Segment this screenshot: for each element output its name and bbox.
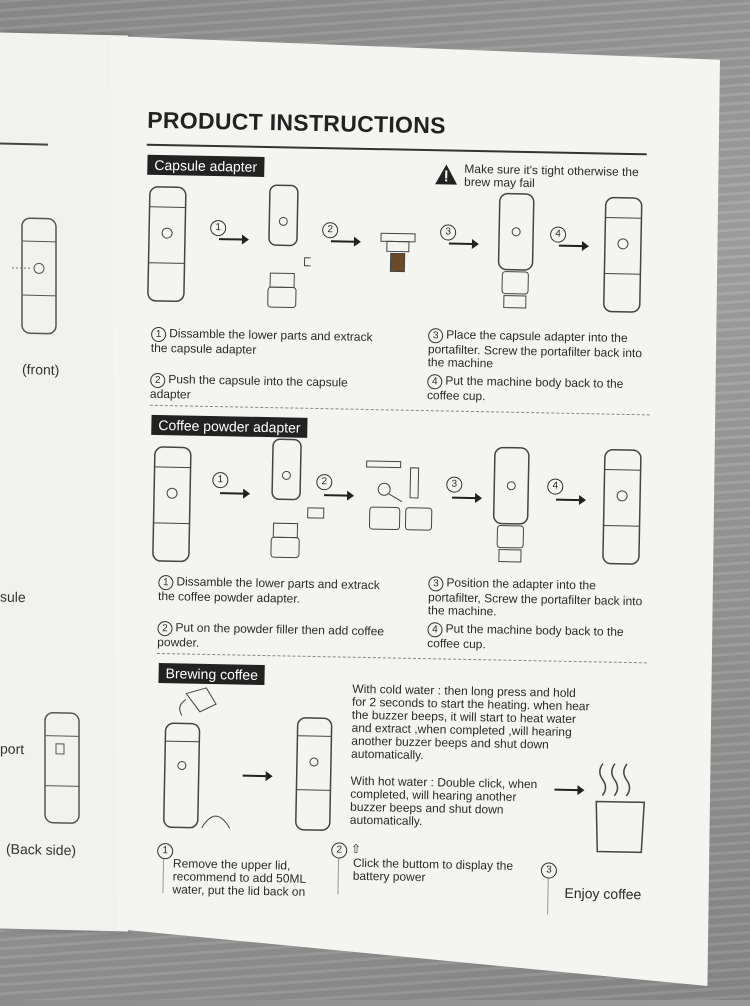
step-number: 1: [212, 472, 228, 488]
powder-filler-icon: [361, 457, 443, 539]
machine-disassembled-icon: [260, 183, 312, 314]
step-number: 4: [550, 226, 566, 242]
step-number: 4: [547, 478, 563, 494]
brewing-section-label: Brewing coffee: [158, 663, 265, 685]
instruction-text: Put the machine body back to the coffee …: [427, 373, 624, 403]
warning-icon: [434, 163, 458, 185]
instruction-text: Dissamble the lower parts and extrack th…: [151, 326, 373, 357]
capsule-step-3-marker: 3: [440, 222, 456, 240]
powder-step-3-marker: 3: [446, 475, 462, 493]
arrow-icon: [243, 775, 267, 777]
step-number: 1: [151, 327, 166, 342]
powder-step-2-marker: 2: [316, 472, 332, 490]
brewing-instruction-1: Remove the upper lid, recommend to add 5…: [172, 857, 333, 899]
instruction-text: Dissamble the lower parts and extrack th…: [158, 574, 380, 605]
step-number: 3: [446, 477, 462, 493]
step-number: 2: [150, 373, 165, 388]
capsule-step-1-marker: 1: [210, 218, 226, 236]
cold-water-instructions: With cold water : then long press and ho…: [351, 683, 590, 766]
step-number: 1: [158, 575, 173, 590]
powder-step-4-marker: 4: [547, 476, 563, 494]
title-rule: [147, 144, 647, 156]
arrow-icon: [220, 492, 244, 494]
pour-water-icon: [154, 685, 237, 837]
powder-step-1-marker: 1: [212, 470, 228, 488]
machine-assembled-icon: [487, 445, 539, 576]
page-title: PRODUCT INSTRUCTIONS: [147, 107, 446, 140]
instruction-text: Put on the powder filler then add coffee…: [157, 620, 384, 649]
arrow-icon: [452, 497, 476, 499]
step-number: 4: [427, 622, 442, 637]
capsule-section-label: Capsule adapter: [147, 155, 264, 177]
step-divider: [337, 858, 339, 894]
capsule-step-2-marker: 2: [322, 220, 338, 238]
brewing-instruction-2: Click the buttom to display the battery …: [353, 857, 523, 886]
section-divider: [157, 653, 647, 663]
instruction-text: Position the adapter into the portafilte…: [428, 576, 643, 619]
instruction-text: Push the capsule into the capsule adapte…: [150, 372, 348, 401]
step-divider: [162, 859, 164, 893]
arrow-icon: [219, 238, 243, 240]
arrow-icon: [449, 243, 473, 245]
machine-icon: [151, 445, 193, 566]
machine-assembled-icon: [491, 191, 543, 322]
step-number: 1: [157, 843, 173, 859]
instruction-text: Put the machine body back to the coffee …: [427, 622, 624, 652]
step-number: 2: [322, 222, 338, 238]
machine-icon: [294, 716, 336, 837]
step-number: 3: [541, 862, 557, 878]
hot-water-instructions: With hot water : Double click, when comp…: [350, 775, 541, 831]
step-number: 2: [331, 842, 347, 858]
capsule-adapter-icon: [378, 231, 419, 282]
brewing-step-3-marker: 3: [541, 860, 557, 878]
capsule-warning: Make sure it's tight otherwise the brew …: [464, 163, 654, 193]
step-number: 3: [428, 576, 443, 591]
arrow-icon: [559, 245, 583, 247]
machine-complete-icon: [602, 195, 646, 316]
step-number: 3: [428, 328, 443, 343]
step-divider: [547, 879, 549, 915]
capsule-step-4-marker: 4: [550, 224, 566, 242]
step-number: 1: [210, 220, 226, 236]
instruction-text: Place the capsule adapter into the porta…: [428, 327, 643, 370]
arrow-icon: [324, 494, 348, 496]
arrow-icon: [554, 789, 578, 791]
up-arrow-icon: ⇧: [351, 842, 361, 856]
machine-disassembled-icon: [265, 437, 327, 568]
brewing-step-1-marker: 1: [157, 841, 173, 859]
arrow-icon: [556, 499, 580, 501]
machine-icon: [146, 185, 188, 306]
powder-section-label: Coffee powder adapter: [151, 415, 308, 438]
step-number: 2: [316, 474, 332, 490]
arrow-icon: [331, 240, 355, 242]
brewing-instruction-3: Enjoy coffee: [564, 887, 641, 901]
coffee-cup-steam-icon: [591, 757, 653, 858]
step-number: 2: [157, 621, 172, 636]
step-number: 3: [440, 224, 456, 240]
section-divider: [150, 405, 650, 416]
step-number: 4: [427, 374, 442, 389]
machine-complete-icon: [601, 448, 645, 569]
